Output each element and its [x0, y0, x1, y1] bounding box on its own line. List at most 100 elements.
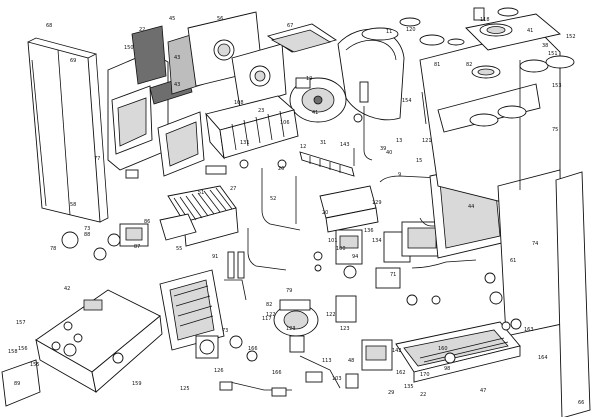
gaskets	[399, 17, 465, 46]
back-plate	[187, 11, 287, 109]
part-label: 94	[352, 254, 358, 260]
part-label: 142	[392, 348, 402, 354]
part-label: 152	[566, 34, 576, 40]
part-label: 121	[422, 138, 432, 144]
part-label: 81	[434, 62, 440, 68]
part-label: 88	[84, 232, 90, 238]
part-label: 103	[332, 376, 342, 382]
part-label: 86	[144, 219, 150, 225]
plate-heat-exchanger	[319, 185, 379, 233]
part-label: 163	[524, 327, 534, 333]
part-label: 75	[552, 127, 558, 133]
part-label: 108	[234, 100, 244, 106]
part-label: 153	[552, 83, 562, 89]
part-label: 29	[388, 390, 394, 396]
part-label: 156	[18, 346, 28, 352]
base-tray	[395, 321, 521, 383]
part-label: 39	[380, 146, 386, 152]
pump	[273, 299, 319, 353]
part-label: 48	[348, 358, 354, 364]
flue-hood	[337, 27, 405, 121]
part-label: 162	[396, 370, 406, 376]
part-label: 157	[16, 320, 26, 326]
part-label: 89	[14, 381, 20, 387]
part-label: 69	[70, 58, 76, 64]
part-label: 52	[270, 196, 276, 202]
part-label: 47	[480, 388, 486, 394]
part-label: 73	[84, 226, 90, 232]
part-label: 12	[300, 144, 306, 150]
part-label: 66	[578, 400, 584, 406]
part-label: 9	[398, 172, 401, 178]
part-label: 136	[364, 228, 374, 234]
heat-exchanger	[205, 95, 299, 160]
part-label: 44	[468, 204, 474, 210]
ignition-unit	[195, 335, 219, 359]
part-label: 170	[420, 372, 430, 378]
part-label: 123	[340, 326, 350, 332]
part-label: 120	[406, 27, 416, 33]
part-label: 45	[169, 16, 175, 22]
part-label: 166	[248, 346, 258, 352]
part-label: 73	[222, 328, 228, 334]
fittings	[125, 81, 522, 397]
part-label: 58	[70, 202, 76, 208]
part-label: 106	[280, 120, 290, 126]
part-label: 78	[50, 246, 56, 252]
part-label: 151	[548, 51, 558, 57]
part-label: 79	[286, 288, 292, 294]
part-label: 164	[538, 355, 548, 361]
part-label: 42	[64, 286, 70, 292]
part-label: 71	[390, 272, 396, 278]
part-label: 159	[132, 381, 142, 387]
part-label: 101	[328, 238, 338, 244]
part-label: 55	[176, 246, 182, 252]
part-label: 12	[306, 76, 312, 82]
part-label: 158	[8, 349, 18, 355]
part-label: 123	[286, 326, 296, 332]
part-label: 13	[396, 138, 402, 144]
fan	[289, 77, 347, 123]
part-label: 160	[438, 346, 448, 352]
part-label: 22	[139, 27, 145, 33]
part-label: 113	[322, 358, 332, 364]
combustion-chamber-box	[107, 51, 205, 177]
pcb-module	[159, 269, 225, 351]
part-label: 77	[94, 156, 100, 162]
part-label: 126	[214, 368, 224, 374]
part-label: 51	[198, 190, 204, 196]
part-label: 23	[258, 108, 264, 114]
part-label: 26	[278, 166, 284, 172]
part-label: 166	[272, 370, 282, 376]
part-label: 154	[402, 98, 412, 104]
part-label: 41	[312, 110, 318, 116]
part-label: 40	[386, 150, 392, 156]
part-label: 61	[510, 258, 516, 264]
part-label: 129	[372, 200, 382, 206]
part-label: 100	[336, 246, 346, 252]
part-label: 11	[386, 29, 392, 35]
part-label: 31	[320, 140, 326, 146]
part-label: 135	[404, 384, 414, 390]
control-panel	[1, 289, 163, 407]
part-label: 131	[240, 140, 250, 146]
front-casing-panel	[27, 37, 109, 223]
part-label: 67	[287, 23, 293, 29]
part-label: 22	[420, 392, 426, 398]
part-label: 74	[532, 241, 538, 247]
part-label: 118	[480, 17, 490, 23]
part-label: 68	[46, 23, 52, 29]
part-label: 87	[134, 244, 140, 250]
rear-chassis	[419, 29, 563, 337]
part-label: 27	[230, 186, 236, 192]
part-label: 20	[322, 210, 328, 216]
part-label: 155	[30, 362, 40, 368]
part-label: 82	[266, 302, 272, 308]
part-label: 41	[527, 28, 533, 34]
flue-outlet-stack	[465, 7, 575, 79]
part-label: 56	[217, 16, 223, 22]
top-cover-plate	[266, 23, 338, 53]
